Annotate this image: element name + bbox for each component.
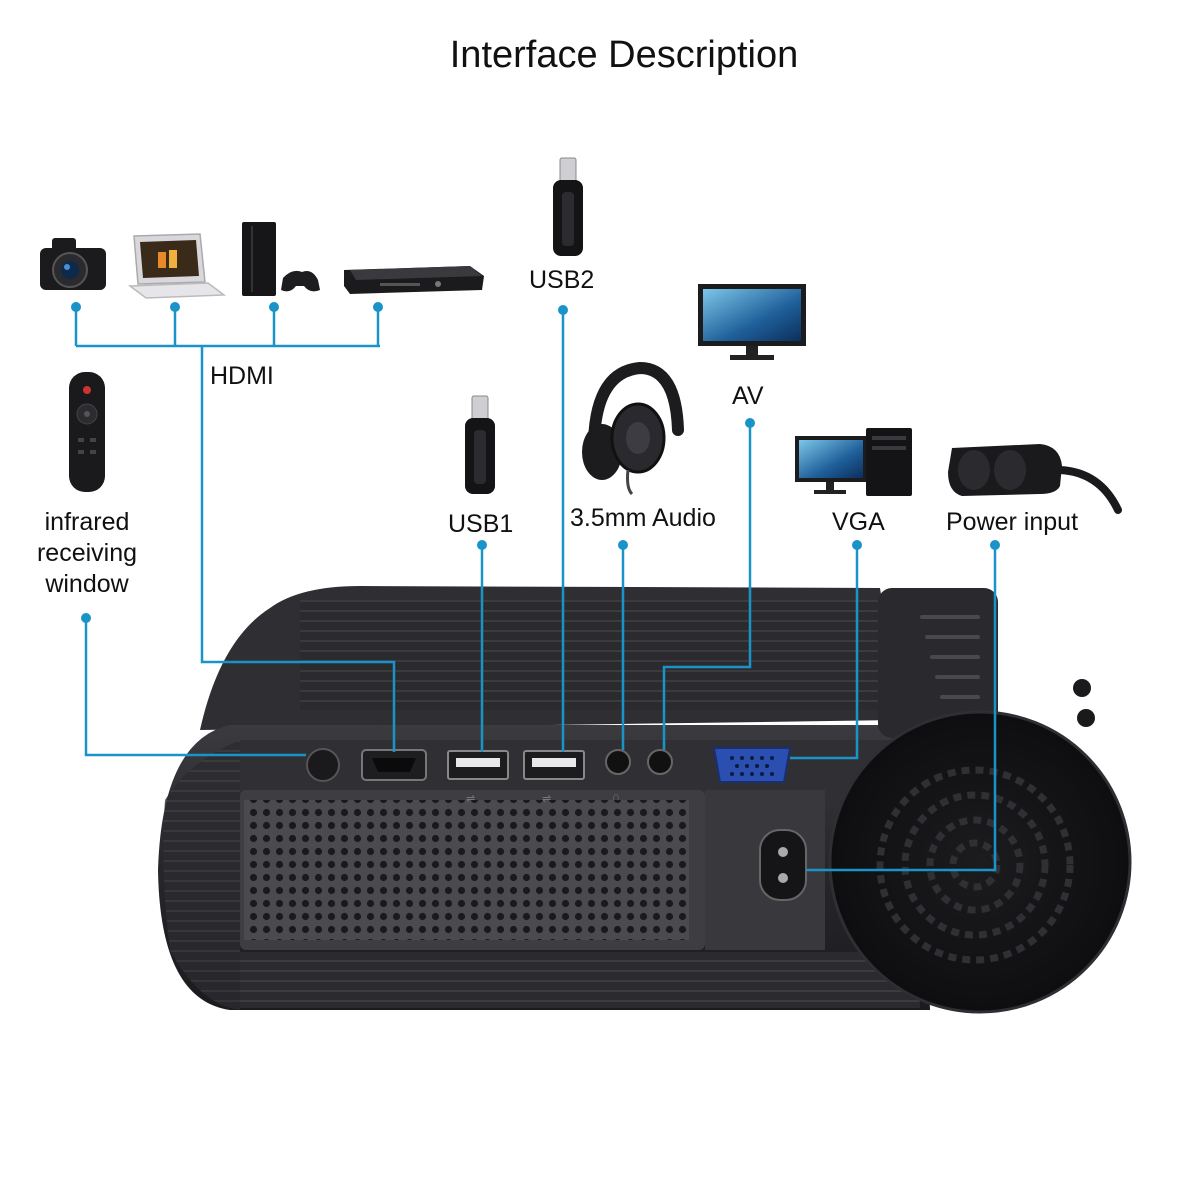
av-label: AV <box>732 382 764 410</box>
ir-receiver <box>306 748 340 782</box>
hdmi-port <box>361 749 427 781</box>
fan-disc <box>830 712 1130 1012</box>
desktop-computer-icon <box>795 428 912 496</box>
usb-drive-icon <box>553 157 583 256</box>
usb1-label: USB1 <box>448 510 514 538</box>
connector-lines <box>74 307 997 872</box>
audio-label: 3.5mm Audio <box>570 504 716 532</box>
laptop-icon <box>127 233 227 299</box>
usb-drive-icon <box>465 395 495 494</box>
usb1-port <box>447 750 509 780</box>
infrared-label: infrared receiving window <box>20 507 154 600</box>
power-port <box>759 829 807 901</box>
projector-side-ribs <box>163 740 240 1010</box>
vent-grille <box>244 800 689 940</box>
focus-grooves <box>920 615 980 699</box>
infrared-label-line: receiving <box>36 539 138 567</box>
headphones-icon <box>582 361 684 496</box>
projector-top-ribs <box>300 600 880 710</box>
projector: ⇌ ⇌ ∩ <box>158 586 1132 1014</box>
fan-grille <box>876 766 1074 964</box>
power-adapter-icon <box>948 444 1122 514</box>
focus-housing <box>878 588 998 738</box>
page-title: Interface Description <box>449 34 799 76</box>
projector-bottom-ribs <box>240 952 920 1008</box>
usb1-glyph-icon: ⇌ <box>466 793 475 805</box>
usb2-label: USB2 <box>529 266 595 294</box>
infrared-label-line: window <box>45 570 129 598</box>
audio-port <box>605 749 631 775</box>
vga-port <box>712 747 792 783</box>
adjust-knob-top <box>1073 679 1091 697</box>
camera-icon <box>40 238 106 290</box>
dvd-player-icon <box>344 266 484 294</box>
infrared-label-line: infrared <box>44 508 130 536</box>
game-console-icon <box>242 222 320 296</box>
audio-glyph-icon: ∩ <box>612 791 620 803</box>
hdmi-label: HDMI <box>210 362 274 390</box>
usb2-port <box>523 750 585 780</box>
usb2-glyph-icon: ⇌ <box>542 793 551 805</box>
connector-dots <box>71 302 1000 623</box>
power-input-label: Power input <box>946 508 1079 536</box>
vga-label: VGA <box>832 508 885 536</box>
remote-control-icon <box>69 372 105 492</box>
av-port <box>647 749 673 775</box>
adjust-knob-bottom <box>1077 709 1095 727</box>
monitor-icon <box>698 284 806 360</box>
